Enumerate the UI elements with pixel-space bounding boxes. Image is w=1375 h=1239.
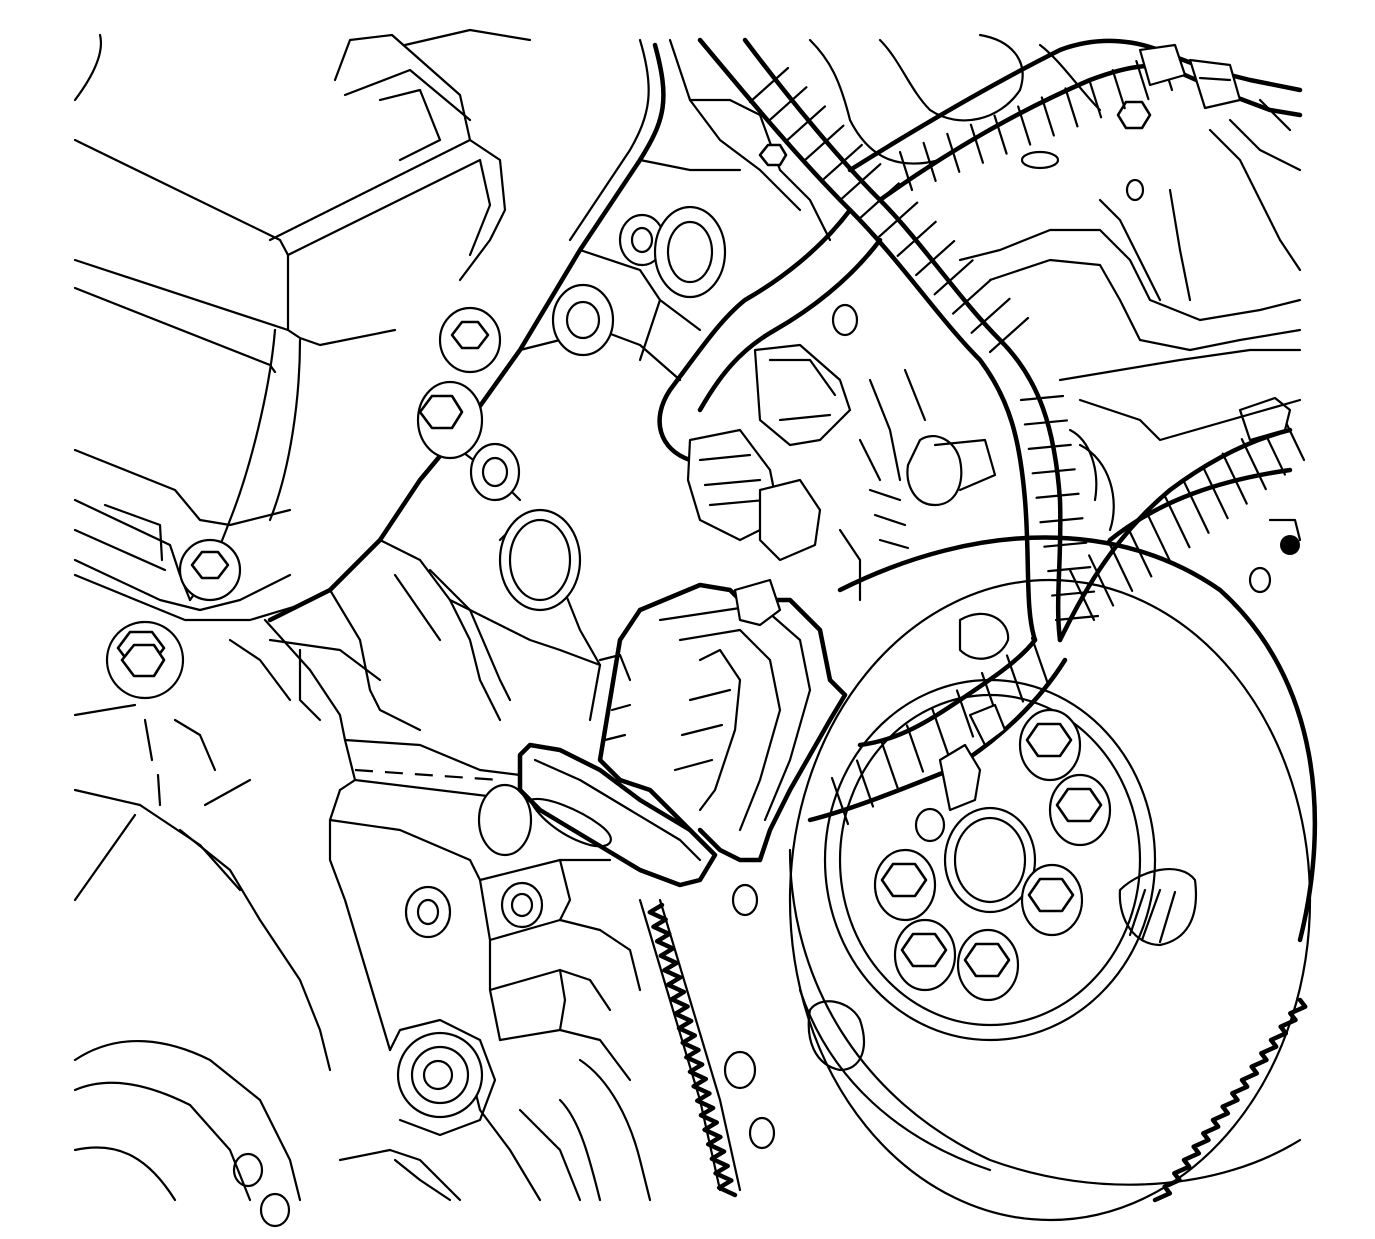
ring-gear-icon	[638, 488, 1308, 1203]
hex-bolt-icon	[956, 928, 1020, 1002]
hex-bolt-icon	[873, 848, 937, 922]
wiring-harness-icon	[657, 37, 1306, 826]
background-engine-detail	[808, 33, 1302, 482]
hex-bolt-icon	[1020, 863, 1084, 937]
engine-mount-icon	[73, 703, 497, 1202]
hex-bolt-icon	[1048, 773, 1112, 847]
hex-bolt-icon	[105, 100, 1152, 1228]
hex-bolt-icon	[914, 807, 946, 843]
hex-bolt-icon	[1018, 708, 1082, 782]
flexplate-bolts	[873, 708, 1112, 1002]
wire-terminal-icon	[1280, 535, 1300, 555]
flexplate-icon	[788, 535, 1318, 1222]
hex-bolt-icon	[893, 918, 957, 992]
housing-bore-icon	[498, 508, 582, 612]
electrical-connector-icon	[686, 43, 1302, 812]
flexplate-hub-icon	[943, 806, 1037, 914]
sensor-module-icon	[517, 578, 848, 888]
